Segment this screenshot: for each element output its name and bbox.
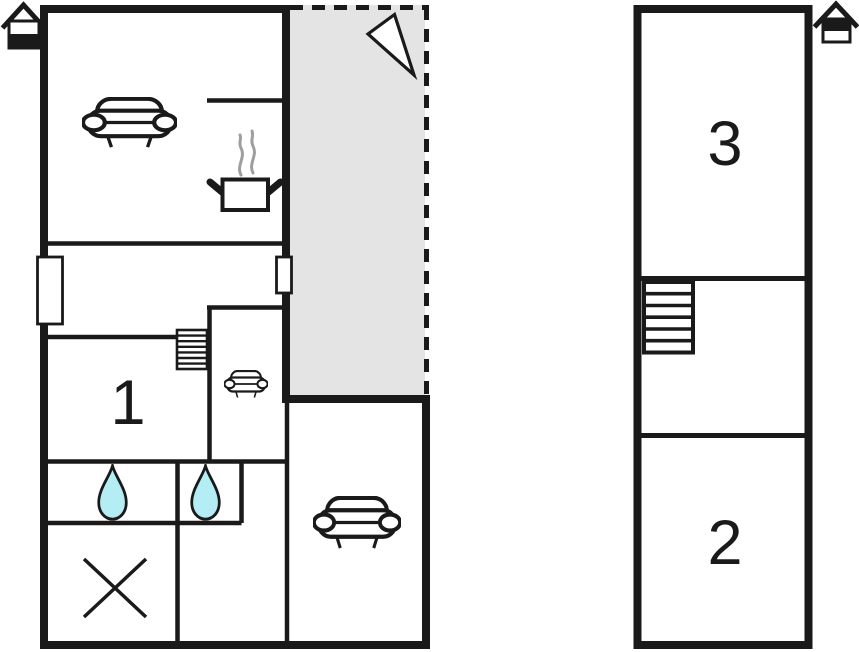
active-level-ground (9, 34, 39, 48)
terrace-area (286, 5, 425, 399)
water-drop-icon-bathroom-1 (97, 464, 128, 521)
ground-floor-outer-walls (40, 5, 430, 649)
water-drop-icon-bathroom-2 (190, 464, 221, 521)
room-1-label: 1 (110, 368, 145, 438)
stairs-icon-upper-floor (642, 280, 695, 355)
cross-icon-storage (82, 557, 148, 619)
upper-floor-indicator-icon (812, 0, 859, 44)
upper-floor-interior-walls (641, 276, 805, 438)
steam-squiggle (238, 133, 244, 177)
stairs-icon-ground-floor (175, 328, 209, 371)
active-level-upper (823, 19, 850, 31)
ground-floor-indicator-icon (0, 1, 47, 50)
ground-floor-plan: 1 (36, 5, 430, 649)
cooking-pot-icon (206, 129, 284, 212)
sofa-icon-living-room (83, 99, 176, 147)
window-icon-right-wall (275, 255, 293, 295)
window-icon-left-wall (36, 255, 64, 326)
sofa-icon-lower-room (314, 498, 400, 548)
sofa-icon-small-room (224, 370, 268, 398)
north-arrow-icon (365, 11, 418, 81)
upper-floor-plan: 3 2 (633, 5, 813, 649)
room-3-label: 3 (707, 109, 742, 179)
room-2-label: 2 (707, 508, 742, 578)
steam-squiggle (250, 129, 256, 175)
ground-floor-interior-walls (48, 98, 290, 641)
